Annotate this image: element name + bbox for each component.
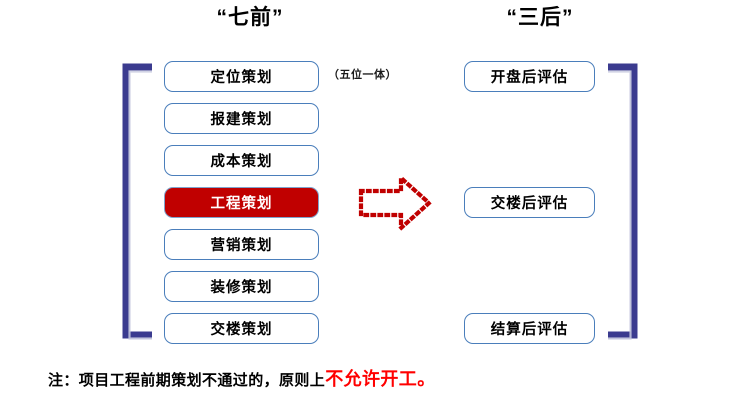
left-item-5-label: 营销策划 [210,238,273,254]
footnote-prefix: 注：项目工程前期策划不通过的，原则上 [48,372,326,389]
right-item-3-label: 结算后评估 [490,322,569,338]
left-item-3[interactable]: 成本策划 [164,145,319,176]
left-item-7-label: 交楼策划 [210,322,273,338]
left-item-4-label: 工程策划 [210,196,273,212]
right-item-3[interactable]: 结算后评估 [464,313,595,344]
left-item-3-label: 成本策划 [210,154,273,170]
left-column-title: “七前” [216,6,284,29]
left-item-5[interactable]: 营销策划 [164,229,319,260]
right-column-title: “三后” [506,6,574,29]
left-item-4[interactable]: 工程策划 [164,187,319,218]
left-item-7[interactable]: 交楼策划 [164,313,319,344]
footnote: 注：项目工程前期策划不通过的，原则上不允许开工。 [48,368,436,392]
left-group-bracket [118,62,154,340]
left-item-2-label: 报建策划 [210,112,273,128]
dotted-right-arrow [357,172,435,234]
right-item-2-label: 交楼后评估 [490,196,569,212]
footnote-emphasis: 不允许开工。 [325,369,436,389]
right-item-1[interactable]: 开盘后评估 [464,61,595,92]
five-in-one-note: （五位一体） [328,69,397,81]
right-item-1-label: 开盘后评估 [490,70,569,86]
right-group-bracket [606,62,642,340]
left-item-1-label: 定位策划 [210,70,273,86]
left-item-2[interactable]: 报建策划 [164,103,319,134]
left-item-6-label: 装修策划 [210,280,273,296]
right-item-2[interactable]: 交楼后评估 [464,187,595,218]
left-item-1[interactable]: 定位策划 [164,61,319,92]
left-item-6[interactable]: 装修策划 [164,271,319,302]
